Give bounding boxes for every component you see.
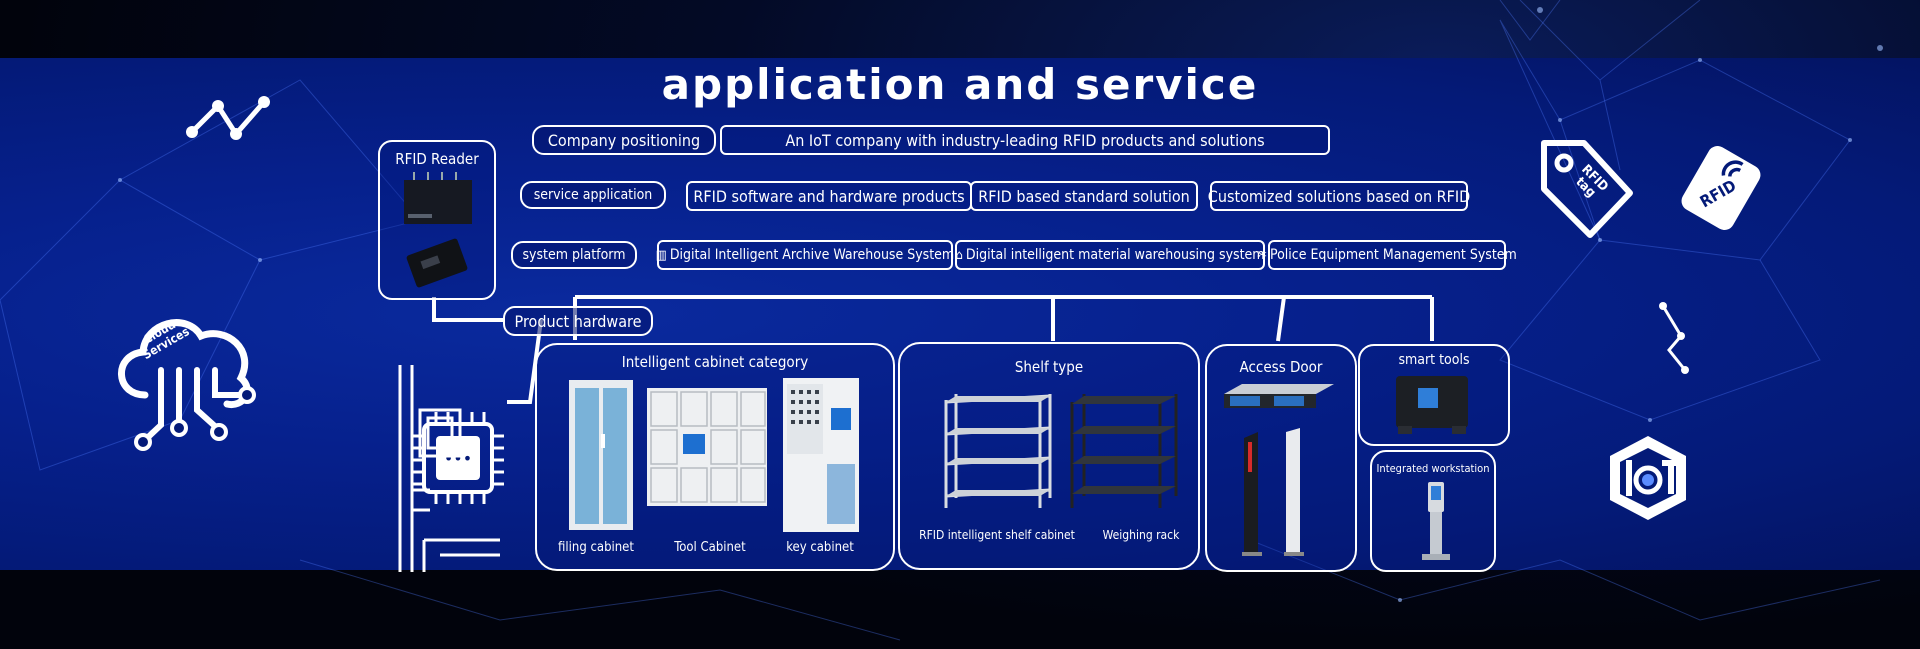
- cabinet-images: [569, 378, 859, 532]
- weighing-rack-label: Weighing rack: [1102, 528, 1180, 542]
- service-item-software-hardware: RFID software and hardware products: [686, 181, 972, 211]
- product-hardware-label: Product hardware: [503, 306, 653, 336]
- iot-icon: [1610, 436, 1686, 520]
- svg-text:•••: •••: [444, 449, 472, 468]
- platform-item-archive: ▥Digital Intelligent Archive Warehouse S…: [655, 240, 955, 270]
- access-door-title: Access Door: [1239, 358, 1323, 376]
- rfid-shelf-label: RFID intelligent shelf cabinet: [919, 528, 1075, 542]
- integrated-workstation-title: Integrated workstation: [1376, 462, 1490, 475]
- rfid-reader-image: [404, 172, 472, 288]
- tool-cabinet-label: Tool Cabinet: [674, 540, 746, 555]
- workstation-image: [1422, 482, 1450, 560]
- cabinet-category-title: Intelligent cabinet category: [621, 353, 809, 371]
- positioning-item: An IoT company with industry-leading RFI…: [720, 125, 1330, 155]
- shelf-type-title: Shelf type: [1014, 358, 1084, 376]
- rfid-reader-label: RFID Reader: [395, 150, 479, 168]
- smart-tools-card: smart tools: [1358, 344, 1510, 446]
- smart-tools-title: smart tools: [1398, 352, 1470, 368]
- warehouse-icon: ⌂: [955, 247, 963, 263]
- key-cabinet-label: key cabinet: [786, 540, 854, 555]
- platform-police-label: Police Equipment Management System: [1270, 247, 1517, 263]
- blue-band: [0, 58, 1920, 570]
- platform-item-police: ✂Police Equipment Management System: [1257, 240, 1517, 270]
- shelf-images: [944, 394, 1178, 508]
- service-item-customized-solutions: Customized solutions based on RFID: [1208, 181, 1470, 211]
- platform-archive-label: Digital Intelligent Archive Warehouse Sy…: [669, 247, 955, 263]
- access-door-card: Access Door: [1205, 344, 1357, 572]
- small-chip-icon: [418, 408, 462, 458]
- filing-cabinet-label: filing cabinet: [558, 540, 634, 555]
- page-title: application and service: [661, 60, 1259, 109]
- access-door-image: [1224, 384, 1334, 556]
- platform-material-label: Digital intelligent material warehousing…: [965, 247, 1265, 263]
- tools-icon: ✂: [1257, 247, 1267, 263]
- cloud-services-icon: [118, 319, 256, 451]
- platform-item-material: ⌂Digital intelligent material warehousin…: [955, 240, 1265, 270]
- wifi-icon: [1721, 160, 1744, 177]
- service-application-label: service application: [520, 181, 666, 209]
- archive-icon: ▥: [655, 247, 667, 263]
- company-positioning-label: Company positioning: [532, 125, 716, 155]
- smart-tools-image: [1396, 376, 1468, 434]
- service-item-standard-solution: RFID based standard solution: [970, 181, 1198, 211]
- rfid-card-icon: [1681, 145, 1761, 231]
- rfid-tag-icon: [1541, 140, 1633, 238]
- node-path-icon: [1659, 302, 1689, 374]
- trend-line-icon: [186, 96, 270, 140]
- system-platform-label: system platform: [511, 241, 637, 269]
